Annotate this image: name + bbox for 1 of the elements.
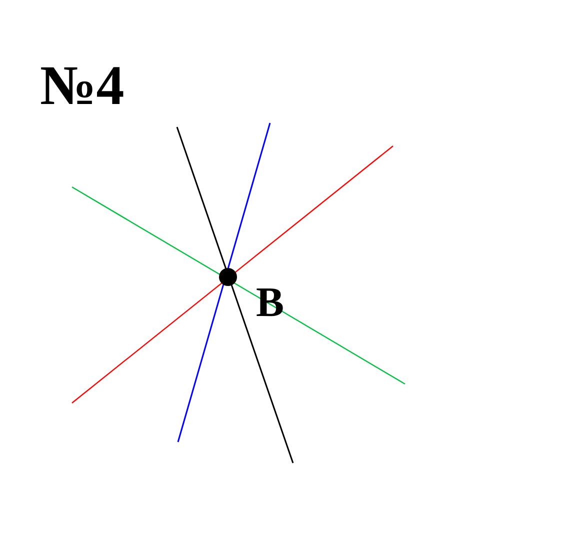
problem-number: №4 bbox=[40, 58, 124, 114]
